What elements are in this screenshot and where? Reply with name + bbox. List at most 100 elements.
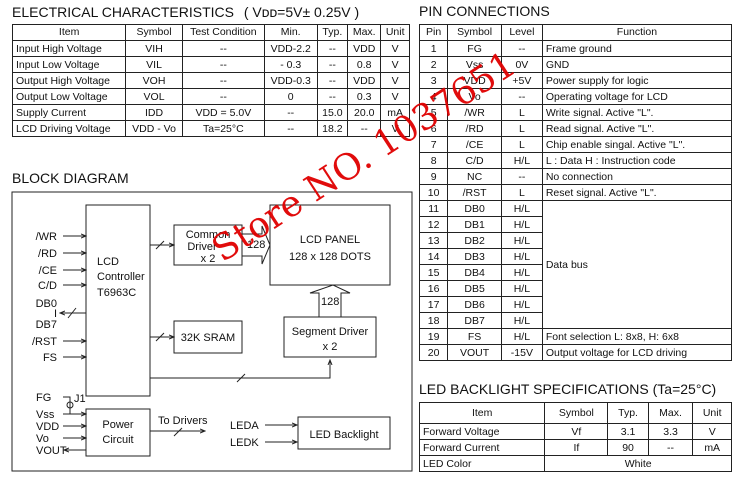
power-pin-label: FG: [36, 392, 51, 404]
sram-label: 32K SRAM: [181, 332, 235, 344]
table-cell: Reset signal. Active "L".: [541, 184, 733, 201]
column-header: Max.: [347, 24, 382, 41]
controller-box: [85, 204, 151, 397]
leda-label: LEDA: [230, 420, 259, 432]
controller-label: Controller: [97, 271, 145, 283]
table-cell: 0V: [500, 56, 543, 73]
diagram-frame: [11, 191, 413, 472]
table-cell: VIL: [125, 56, 183, 73]
table-cell: Write signal. Active "L".: [541, 104, 733, 121]
block-title: BLOCK DIAGRAM: [12, 170, 129, 186]
segment-driver-label: x 2: [323, 341, 338, 353]
led-title: LED BACKLIGHT SPECIFICATIONS (Ta=25°C): [419, 381, 717, 397]
power-circuit-label: Circuit: [102, 434, 133, 446]
common-driver-label: Common: [186, 229, 231, 241]
table-cell: /WR: [447, 104, 502, 121]
table-cell: V: [380, 120, 410, 137]
table-cell: Ta=25°C: [181, 120, 265, 137]
table-cell: --: [347, 120, 382, 137]
signal-label: DB0: [36, 298, 57, 310]
table-cell: 3.1: [607, 423, 649, 440]
electrical-title-text: ELECTRICAL CHARACTERISTICS: [12, 4, 234, 20]
table-cell: --: [263, 120, 318, 137]
power-pin-label: VDD: [36, 421, 59, 433]
segment-bus-arrow: [309, 284, 351, 317]
table-cell: LCD Driving Voltage: [11, 120, 127, 137]
table-cell: White: [544, 455, 732, 472]
table-cell: mA: [380, 104, 410, 121]
controller-label: T6963C: [97, 287, 136, 299]
power-circuit-box: [85, 408, 151, 457]
pin-title: PIN CONNECTIONS: [419, 3, 550, 19]
signal-label: C/D: [38, 280, 57, 292]
power-circuit-label: Power: [102, 419, 134, 431]
segment-driver-box: [283, 316, 377, 358]
signal-label: /RST: [32, 336, 57, 348]
bus-width-label: 128: [321, 296, 339, 308]
table-cell: VDD - Vo: [125, 120, 183, 137]
table-cell: V: [380, 56, 410, 73]
table-cell: 18.2: [316, 120, 349, 137]
common-driver-label: Driver: [187, 241, 217, 253]
signal-label: I: [54, 308, 57, 320]
table-cell: H/L: [500, 216, 543, 233]
signal-label: DB7: [36, 319, 57, 331]
led-backlight-box: [297, 416, 391, 450]
common-driver-label: x 2: [201, 253, 216, 265]
table-cell: VDD-2.2: [263, 40, 318, 57]
common-bus-arrow: [242, 225, 271, 265]
lcd-panel-label: LCD PANEL: [300, 234, 360, 246]
table-cell: 20: [418, 344, 449, 361]
table-cell: H/L: [500, 248, 543, 265]
lcd-panel-label: 128 x 128 DOTS: [289, 251, 371, 263]
bus-width-label: 128: [247, 239, 265, 251]
power-pin-label: Vo: [36, 433, 49, 445]
table-cell: VOH: [125, 72, 183, 89]
ledk-label: LEDK: [230, 437, 259, 449]
table-cell: DB4: [447, 264, 502, 281]
table-cell: DB1: [447, 216, 502, 233]
table-cell: Output voltage for LCD driving: [541, 344, 733, 361]
table-cell: Read signal. Active "L".: [541, 120, 733, 137]
power-pin-label: VOUT: [36, 445, 67, 457]
table-cell: DB2: [447, 232, 502, 249]
signal-label: /RD: [38, 248, 57, 260]
table-cell: VDD: [347, 72, 382, 89]
table-cell: 0: [263, 88, 318, 105]
power-pin-label: Vss: [36, 409, 55, 421]
table-cell: Data bus: [541, 200, 733, 329]
table-cell: 3.3: [647, 423, 694, 440]
table-cell: Forward Current: [418, 439, 546, 456]
table-cell: 14: [418, 248, 449, 265]
table-cell: VOL: [125, 88, 183, 105]
table-cell: 10: [418, 184, 449, 201]
controller-label: LCD: [97, 256, 119, 268]
table-cell: LED Color: [418, 455, 546, 472]
